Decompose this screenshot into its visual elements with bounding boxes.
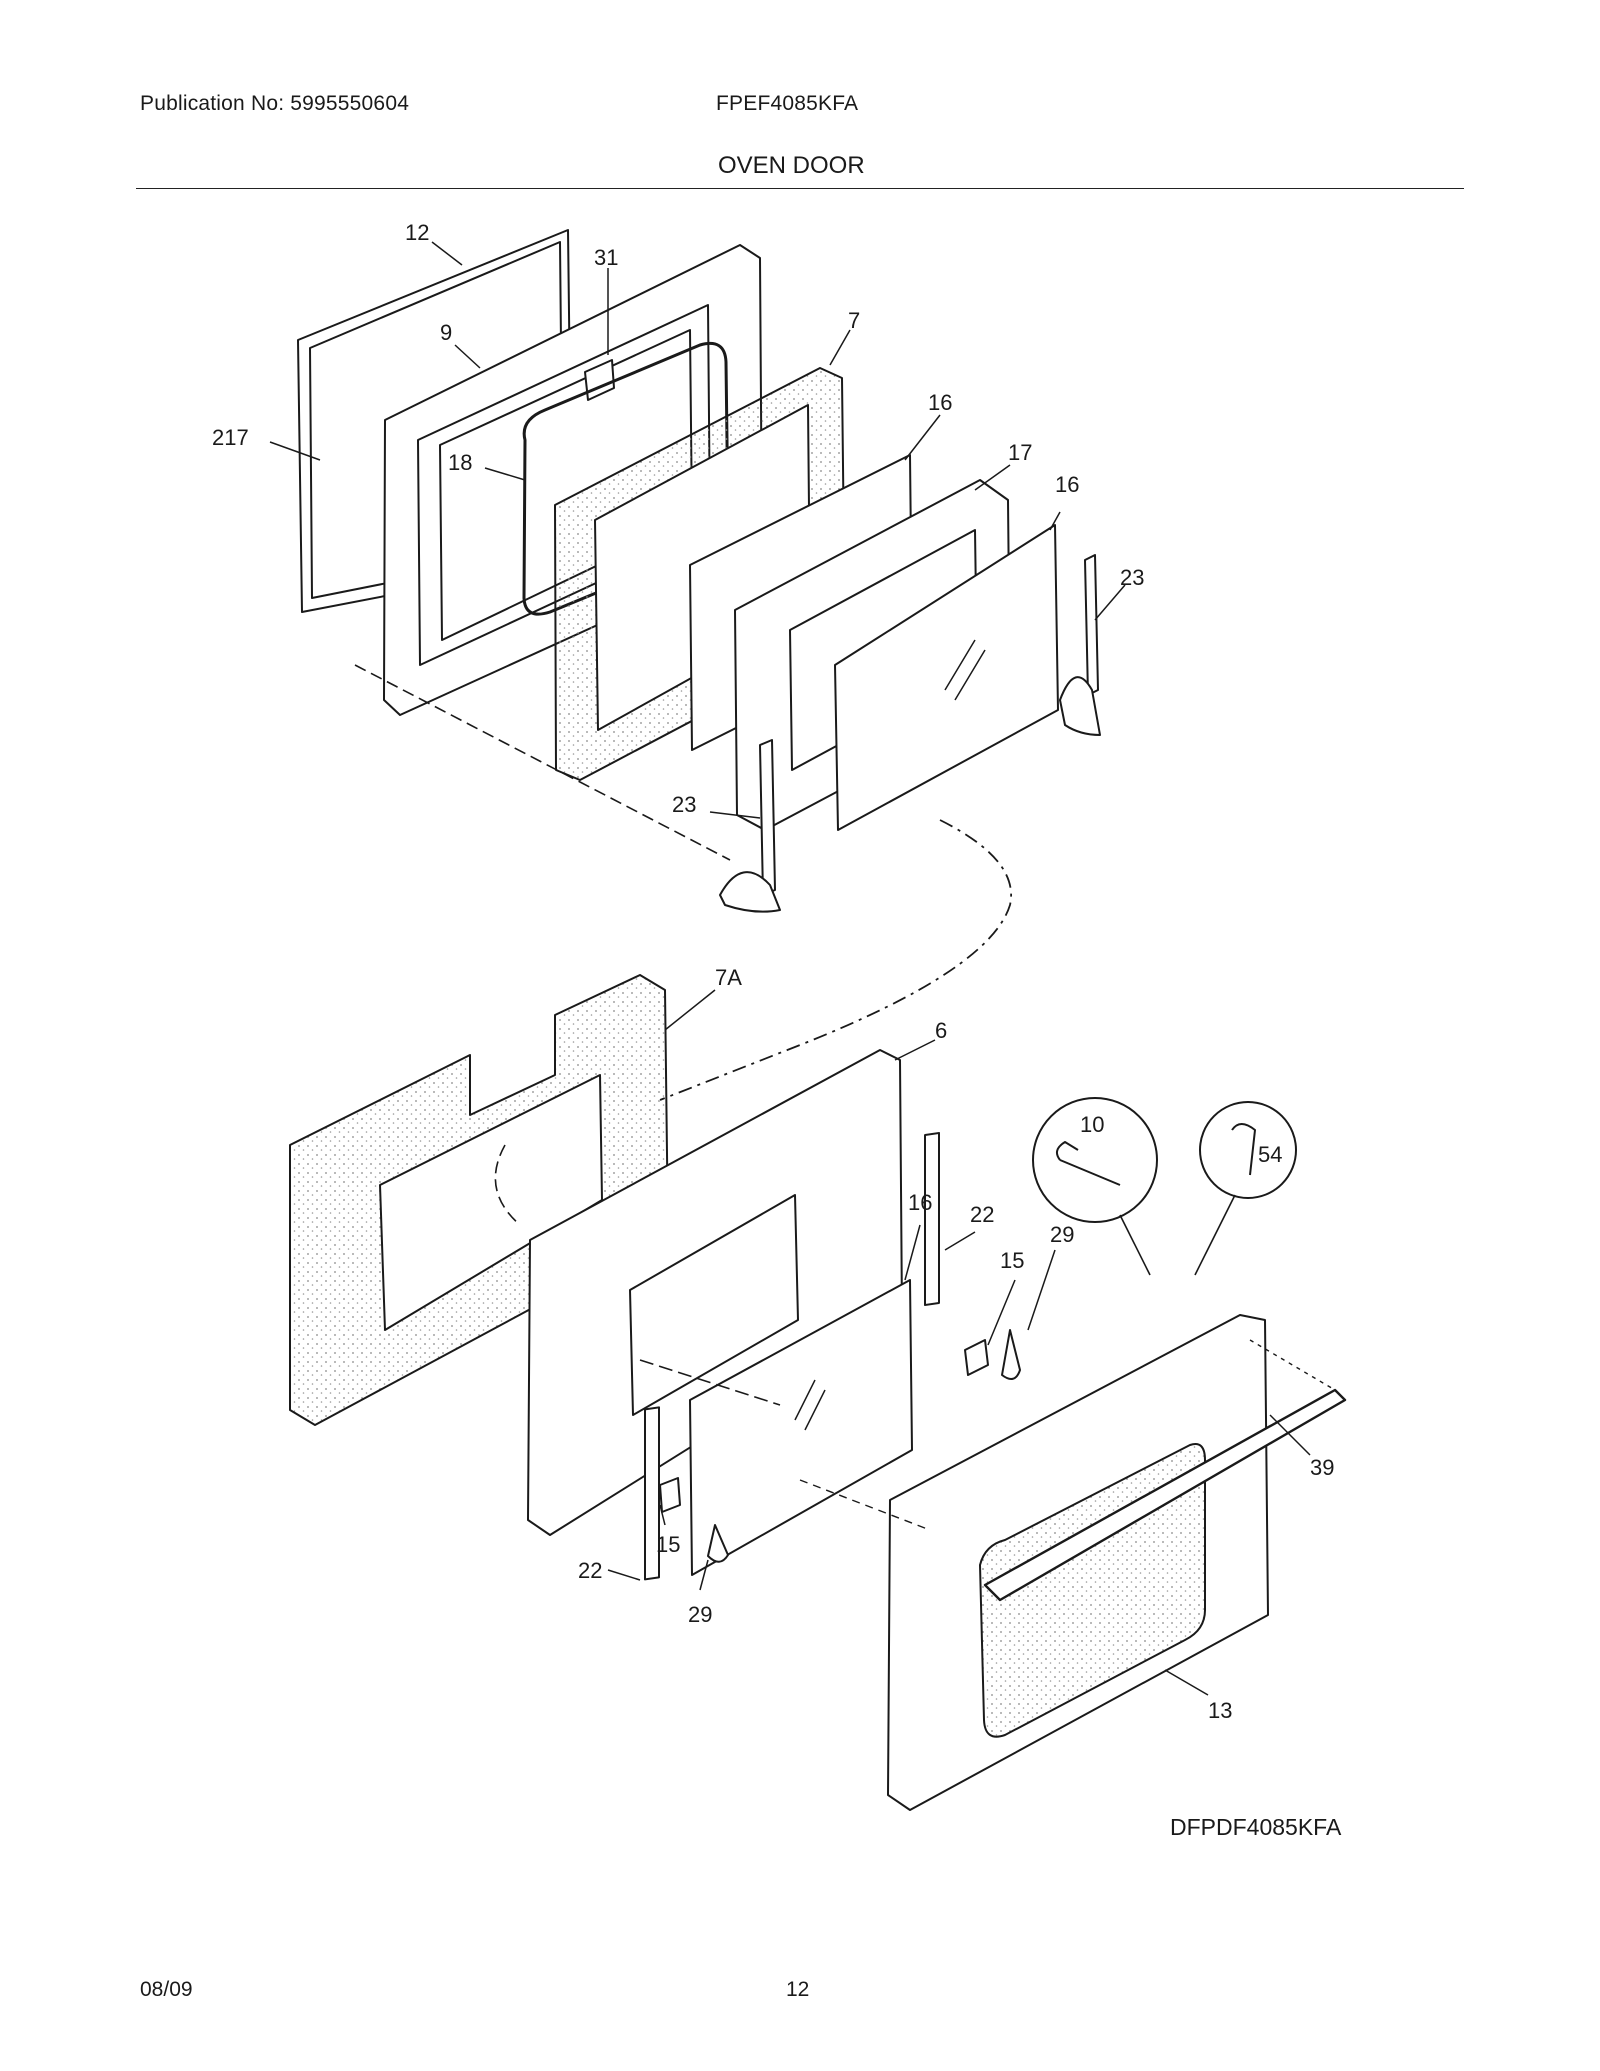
footer-date: 08/09 <box>140 1978 193 2001</box>
callout-16-c: 16 <box>908 1190 932 1215</box>
screw-detail-10 <box>1032 1097 1158 1223</box>
callout-31: 31 <box>594 245 618 270</box>
door-hinge-right <box>1059 554 1101 736</box>
callout-217: 217 <box>212 425 249 450</box>
clip-left <box>659 1477 681 1513</box>
callout-29-b: 29 <box>688 1602 712 1627</box>
channel-right <box>924 1132 940 1307</box>
callout-6: 6 <box>935 1018 947 1043</box>
callout-23-b: 23 <box>672 792 696 817</box>
callout-15-b: 15 <box>656 1532 680 1557</box>
callout-39: 39 <box>1310 1455 1334 1480</box>
callout-54: 54 <box>1258 1142 1282 1167</box>
publication-number: Publication No: 5995550604 <box>140 92 410 115</box>
callout-22-a: 22 <box>970 1202 994 1227</box>
callout-16-b: 16 <box>1055 472 1079 497</box>
outer-door-panel <box>887 1314 1269 1811</box>
callout-labels: 12 31 9 7 217 18 16 17 16 23 23 7A 6 10 … <box>212 220 1334 1723</box>
callout-13: 13 <box>1208 1698 1232 1723</box>
callout-10: 10 <box>1080 1112 1104 1137</box>
channel-left <box>644 1406 660 1581</box>
callout-23-a: 23 <box>1120 565 1144 590</box>
screw-detail-54 <box>1199 1101 1297 1199</box>
callout-22-b: 22 <box>578 1558 602 1583</box>
diagram-code: DFPDF4085KFA <box>1170 1814 1342 1840</box>
callout-7A: 7A <box>715 965 742 990</box>
callout-29-a: 29 <box>1050 1222 1074 1247</box>
header-rule <box>136 188 1464 189</box>
callout-12: 12 <box>405 220 429 245</box>
door-handle <box>983 1388 1347 1602</box>
section-title: OVEN DOOR <box>718 152 865 179</box>
window-glass-outer <box>834 524 1059 831</box>
model-number: FPEF4085KFA <box>716 92 859 115</box>
lower-insulation <box>289 974 669 1426</box>
callout-15-a: 15 <box>1000 1248 1024 1273</box>
callout-7: 7 <box>848 308 860 333</box>
clip-right <box>964 1339 989 1376</box>
page-number: 12 <box>786 1978 810 2001</box>
callout-16-a: 16 <box>928 390 952 415</box>
callout-18: 18 <box>448 450 472 475</box>
door-hinge-left <box>719 739 781 913</box>
callout-17: 17 <box>1008 440 1032 465</box>
bumper-left <box>707 1524 729 1563</box>
callout-9: 9 <box>440 320 452 345</box>
window-glass-lower <box>689 1279 913 1576</box>
bumper-right <box>1001 1329 1021 1380</box>
